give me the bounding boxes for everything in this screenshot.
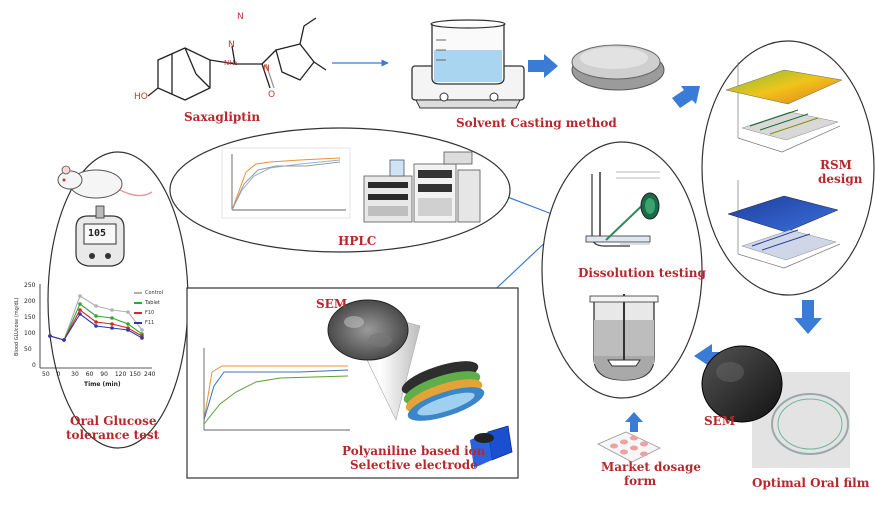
label-optimal-film: Optimal Oral film — [752, 476, 870, 490]
atom-n-amine: N — [228, 40, 235, 50]
rsm-top-surface — [725, 62, 843, 153]
label-rsm: RSM — [820, 158, 852, 172]
label-solvent-casting: Solvent Casting method — [456, 116, 617, 130]
ogtt-series-point — [110, 326, 114, 330]
ogtt-ytick: 250 — [24, 282, 36, 289]
ogtt-xtick: 30 — [71, 371, 79, 378]
ogtt-ylabel: Blood GLUcose (mg/dL) — [14, 297, 20, 356]
blister-pack-illustration — [597, 431, 661, 463]
rat-illustration — [57, 165, 153, 199]
ogtt-xtick: 50 — [42, 371, 50, 378]
hplc-release-graph — [221, 147, 351, 219]
ogtt-series-point — [48, 334, 52, 338]
dissolution-ellipse — [541, 141, 703, 399]
label-sem-film: SEM — [704, 414, 736, 428]
ogtt-legend-marker — [134, 292, 142, 294]
ogtt-series-point — [78, 308, 82, 312]
sem-cone-illustration — [327, 299, 485, 421]
ogtt-ytick: 0 — [32, 362, 36, 369]
label-ogtt-line1: Oral Glucose — [70, 414, 157, 428]
ogtt-series-point — [140, 328, 144, 332]
label-rsm-design: design — [818, 172, 863, 186]
ogtt-xtick: 90 — [100, 371, 108, 378]
ogtt-legend-label: F10 — [145, 310, 155, 316]
ogtt-legend-label: Tablet — [145, 300, 160, 306]
atom-amino: NH₂ — [224, 59, 238, 67]
ogtt-ytick: 200 — [24, 298, 36, 305]
ogtt-series-point — [126, 310, 130, 314]
rsm-bottom-surface — [727, 180, 841, 269]
ogtt-series-point — [94, 304, 98, 308]
petri-dish-illustration — [571, 44, 665, 91]
ion-selective-electrode-illustration — [470, 425, 513, 468]
optimal-film-photo — [701, 345, 850, 468]
ogtt-series-point — [126, 322, 130, 326]
label-dissolution: Dissolution testing — [578, 266, 706, 280]
label-market-line2: form — [624, 474, 657, 488]
ogtt-series-point — [110, 322, 114, 326]
label-hplc: HPLC — [338, 234, 377, 248]
ogtt-legend-marker — [134, 312, 142, 314]
hplc-instrument — [363, 151, 481, 223]
ogtt-series-point — [110, 316, 114, 320]
ogtt-xtick: 150 — [129, 371, 141, 378]
ogtt-ytick: 150 — [24, 314, 36, 321]
ogtt-legend-label: F11 — [145, 320, 155, 326]
ogtt-xlabel: Time (min) — [84, 381, 121, 388]
dissolution-vessel — [589, 294, 659, 381]
ogtt-xtick: 0 — [56, 371, 61, 378]
ogtt-series-point — [110, 308, 114, 312]
ogtt-xtick: 120 — [114, 371, 127, 378]
rsm-ellipse — [701, 40, 875, 296]
atom-n-ring: N — [263, 64, 270, 74]
ogtt-series-point — [94, 324, 98, 328]
sem-release-graph — [203, 348, 350, 431]
dissolution-apparatus-top — [585, 171, 660, 247]
saxagliptin-structure — [147, 17, 327, 101]
ogtt-legend-marker — [134, 302, 142, 304]
ogtt-chart — [39, 284, 152, 369]
atom-hydroxyl: HO — [134, 92, 148, 102]
ogtt-series-point — [126, 328, 130, 332]
glucometer-reading: 105 — [88, 228, 107, 239]
ogtt-series-point — [78, 312, 82, 316]
ogtt-series-point — [62, 338, 66, 342]
ogtt-ytick: 100 — [24, 330, 36, 337]
label-ogtt-line2: tolerance test — [66, 428, 160, 442]
ogtt-xtick: 240 — [144, 371, 156, 378]
ogtt-series-point — [94, 314, 98, 318]
ogtt-legend-label: Control — [145, 290, 164, 296]
ogtt-series-point — [78, 294, 82, 298]
ogtt-ytick: 50 — [24, 346, 32, 353]
label-saxagliptin: Saxagliptin — [184, 110, 261, 124]
atom-oxygen: O — [268, 90, 276, 100]
label-sem-top: SEM — [316, 297, 348, 311]
ogtt-legend-marker — [134, 322, 142, 324]
atom-n-nitrile: N — [237, 12, 244, 22]
ogtt-ellipse — [47, 151, 189, 449]
ogtt-xtick: 60 — [85, 371, 94, 378]
label-pani-line2: Selective electrode — [350, 458, 478, 472]
label-pani-line1: Polyaniline based ion — [342, 444, 486, 458]
label-market-line1: Market dosage — [601, 460, 702, 474]
ogtt-series-point — [78, 302, 82, 306]
glucometer-illustration — [75, 205, 125, 267]
ogtt-series-point — [140, 336, 144, 340]
magnetic-stirrer-illustration — [411, 19, 525, 109]
ogtt-series-point — [94, 320, 98, 324]
